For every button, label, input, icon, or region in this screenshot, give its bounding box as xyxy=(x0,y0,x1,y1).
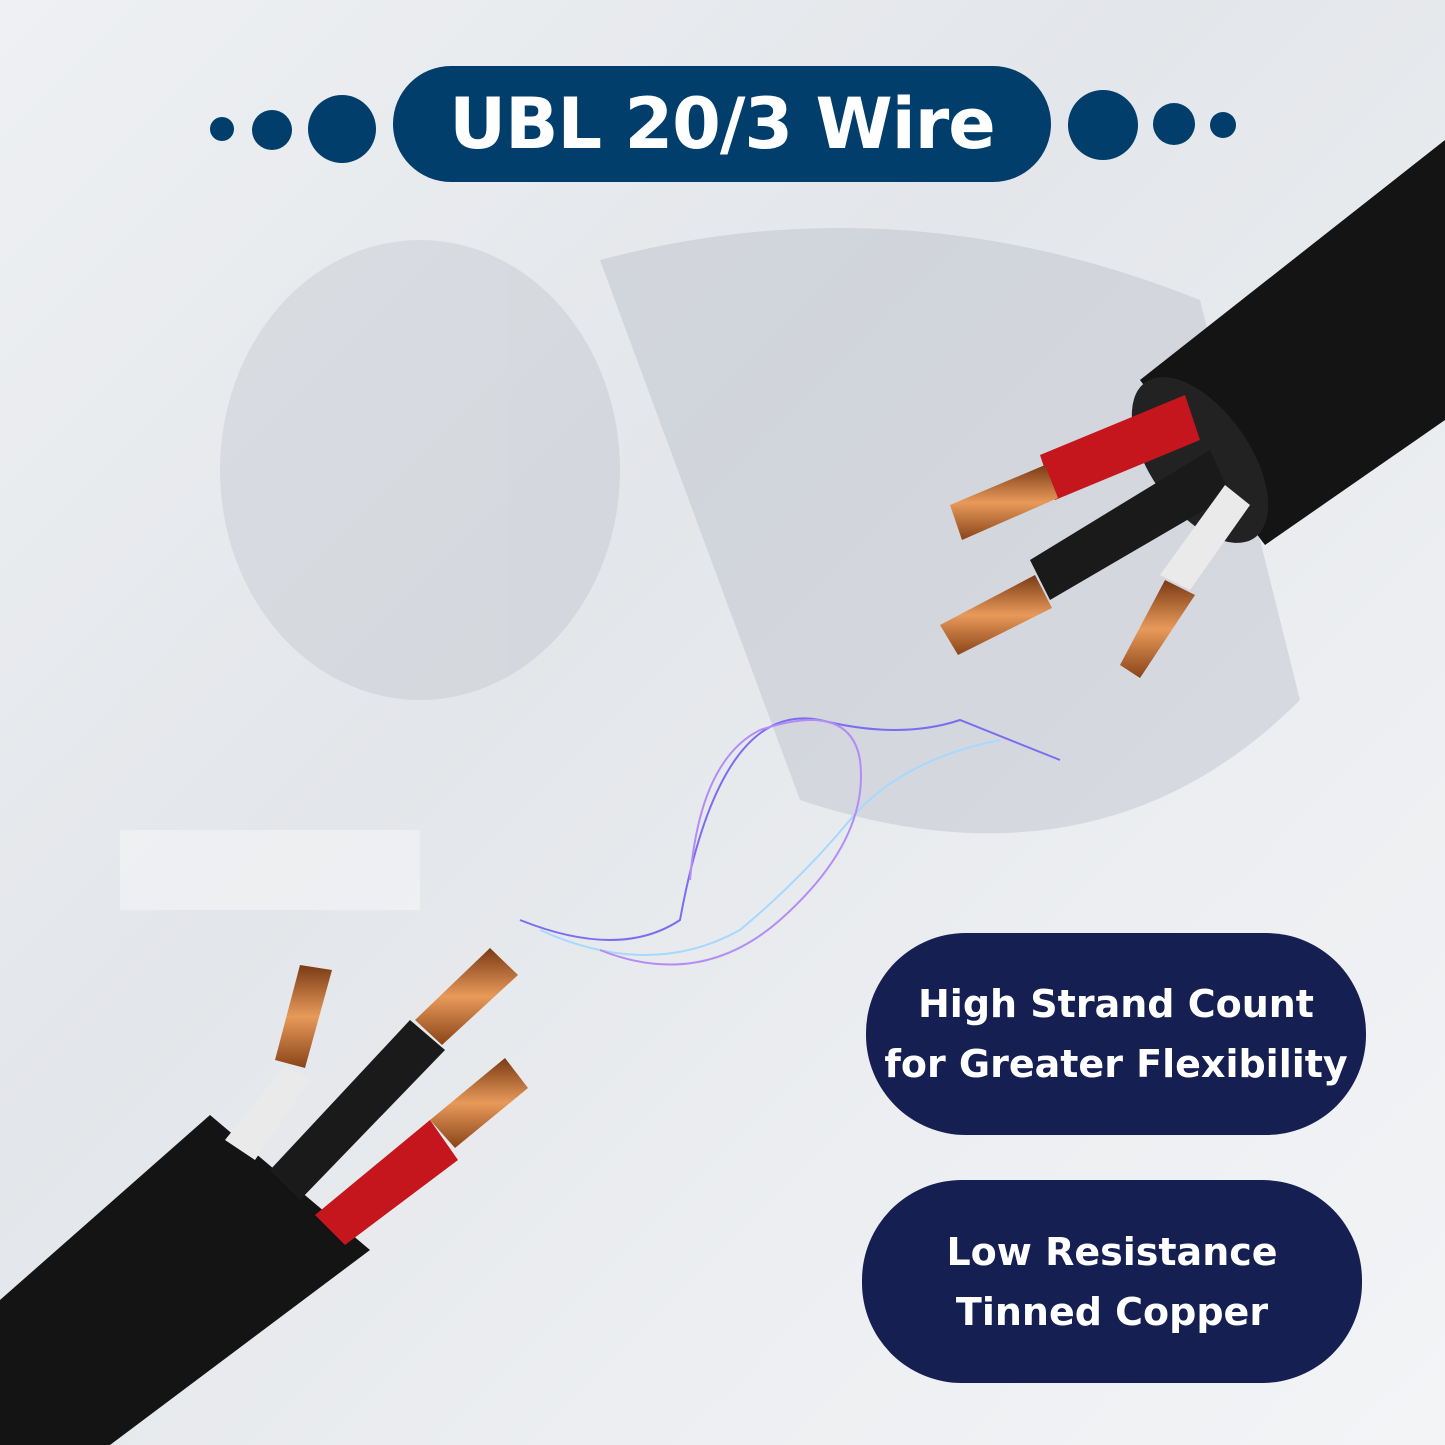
feature-line: Low Resistance xyxy=(946,1229,1278,1274)
page-title: UBL 20/3 Wire xyxy=(393,66,1051,182)
feature-line: Tinned Copper xyxy=(955,1289,1269,1334)
worker-background-image xyxy=(120,228,1300,910)
decorative-dot xyxy=(1068,90,1138,160)
decorative-dot xyxy=(252,110,292,150)
decorative-dot xyxy=(210,117,234,141)
title-text: UBL 20/3 Wire xyxy=(449,83,995,165)
electric-arc xyxy=(519,717,1061,966)
feature-line: High Strand Count xyxy=(918,982,1314,1026)
feature-badge-resistance: Low Resistance Tinned Copper xyxy=(862,1180,1362,1383)
feature-line: for Greater Flexibility xyxy=(884,1042,1348,1086)
cable-bottom-left xyxy=(0,948,528,1445)
feature-badge-flexibility: High Strand Count for Greater Flexibilit… xyxy=(866,933,1366,1135)
decorative-dot xyxy=(1153,103,1195,145)
cable-top-right xyxy=(940,140,1445,678)
decorative-dot xyxy=(1210,112,1236,138)
decorative-dot xyxy=(308,95,376,163)
